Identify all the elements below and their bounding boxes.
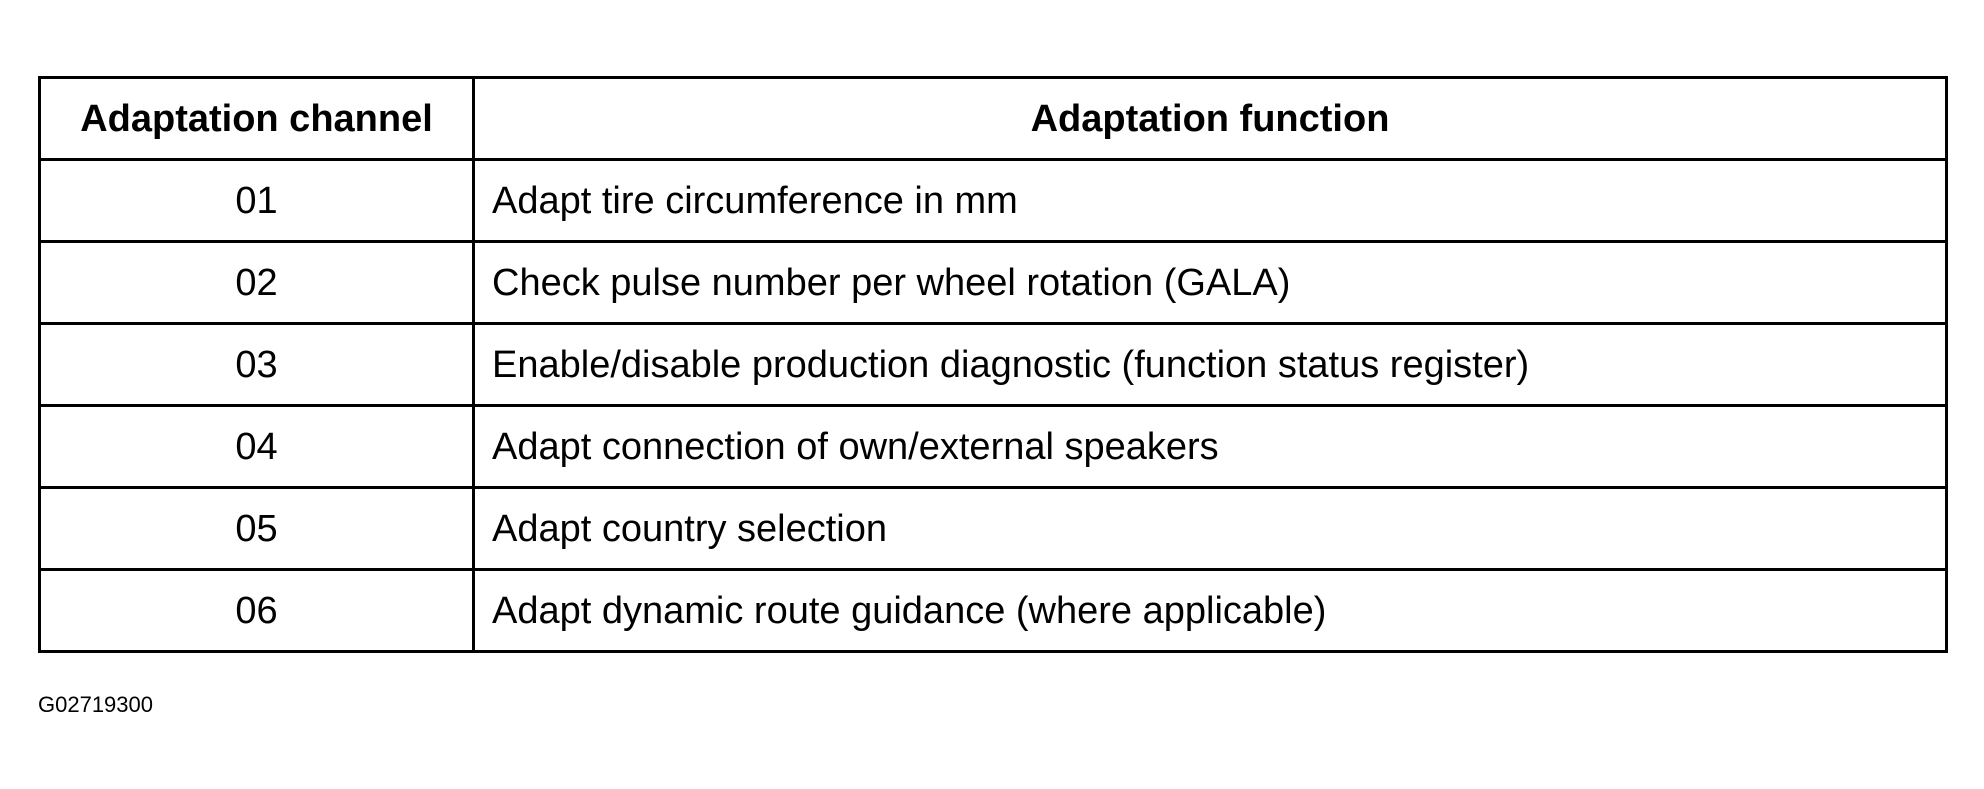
channel-cell: 06 — [38, 568, 475, 653]
figure-id: G02719300 — [38, 692, 153, 717]
table-row: 03 Enable/disable production diagnostic … — [38, 322, 1948, 407]
header-adaptation-function: Adaptation function — [472, 76, 1948, 161]
channel-cell: 05 — [38, 486, 475, 571]
function-cell: Enable/disable production diagnostic (fu… — [472, 322, 1948, 407]
function-cell: Adapt country selection — [472, 486, 1948, 571]
header-adaptation-channel: Adaptation channel — [38, 76, 475, 161]
adaptation-table: Adaptation channel Adaptation function 0… — [38, 76, 1948, 653]
table-row: 06 Adapt dynamic route guidance (where a… — [38, 568, 1948, 653]
function-cell: Adapt tire circumference in mm — [472, 158, 1948, 243]
table-row: 04 Adapt connection of own/external spea… — [38, 404, 1948, 489]
channel-cell: 02 — [38, 240, 475, 325]
channel-cell: 04 — [38, 404, 475, 489]
table-row: 02 Check pulse number per wheel rotation… — [38, 240, 1948, 325]
function-cell: Check pulse number per wheel rotation (G… — [472, 240, 1948, 325]
table-row: 01 Adapt tire circumference in mm — [38, 158, 1948, 243]
channel-cell: 03 — [38, 322, 475, 407]
table-row: 05 Adapt country selection — [38, 486, 1948, 571]
function-cell: Adapt connection of own/external speaker… — [472, 404, 1948, 489]
table-header-row: Adaptation channel Adaptation function — [38, 76, 1948, 161]
channel-cell: 01 — [38, 158, 475, 243]
function-cell: Adapt dynamic route guidance (where appl… — [472, 568, 1948, 653]
